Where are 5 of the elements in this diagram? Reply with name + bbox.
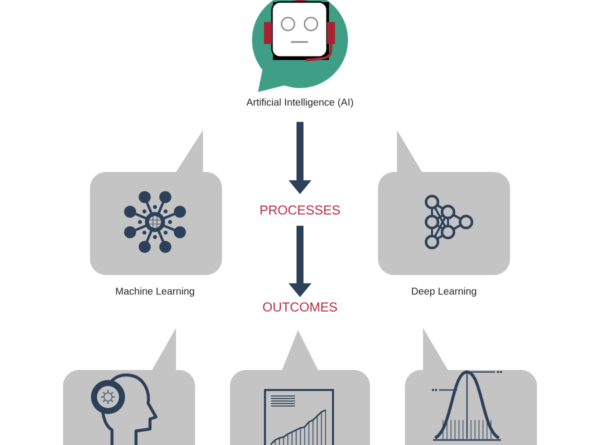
heading-text: OUTCOMES: [263, 302, 337, 312]
caption-text: Deep Learning: [412, 287, 476, 297]
heading-text: PROCESSES: [260, 205, 340, 215]
caption-text: Artificial Intelligence (AI): [246, 98, 353, 108]
caption-text: Machine Learning: [116, 287, 194, 297]
